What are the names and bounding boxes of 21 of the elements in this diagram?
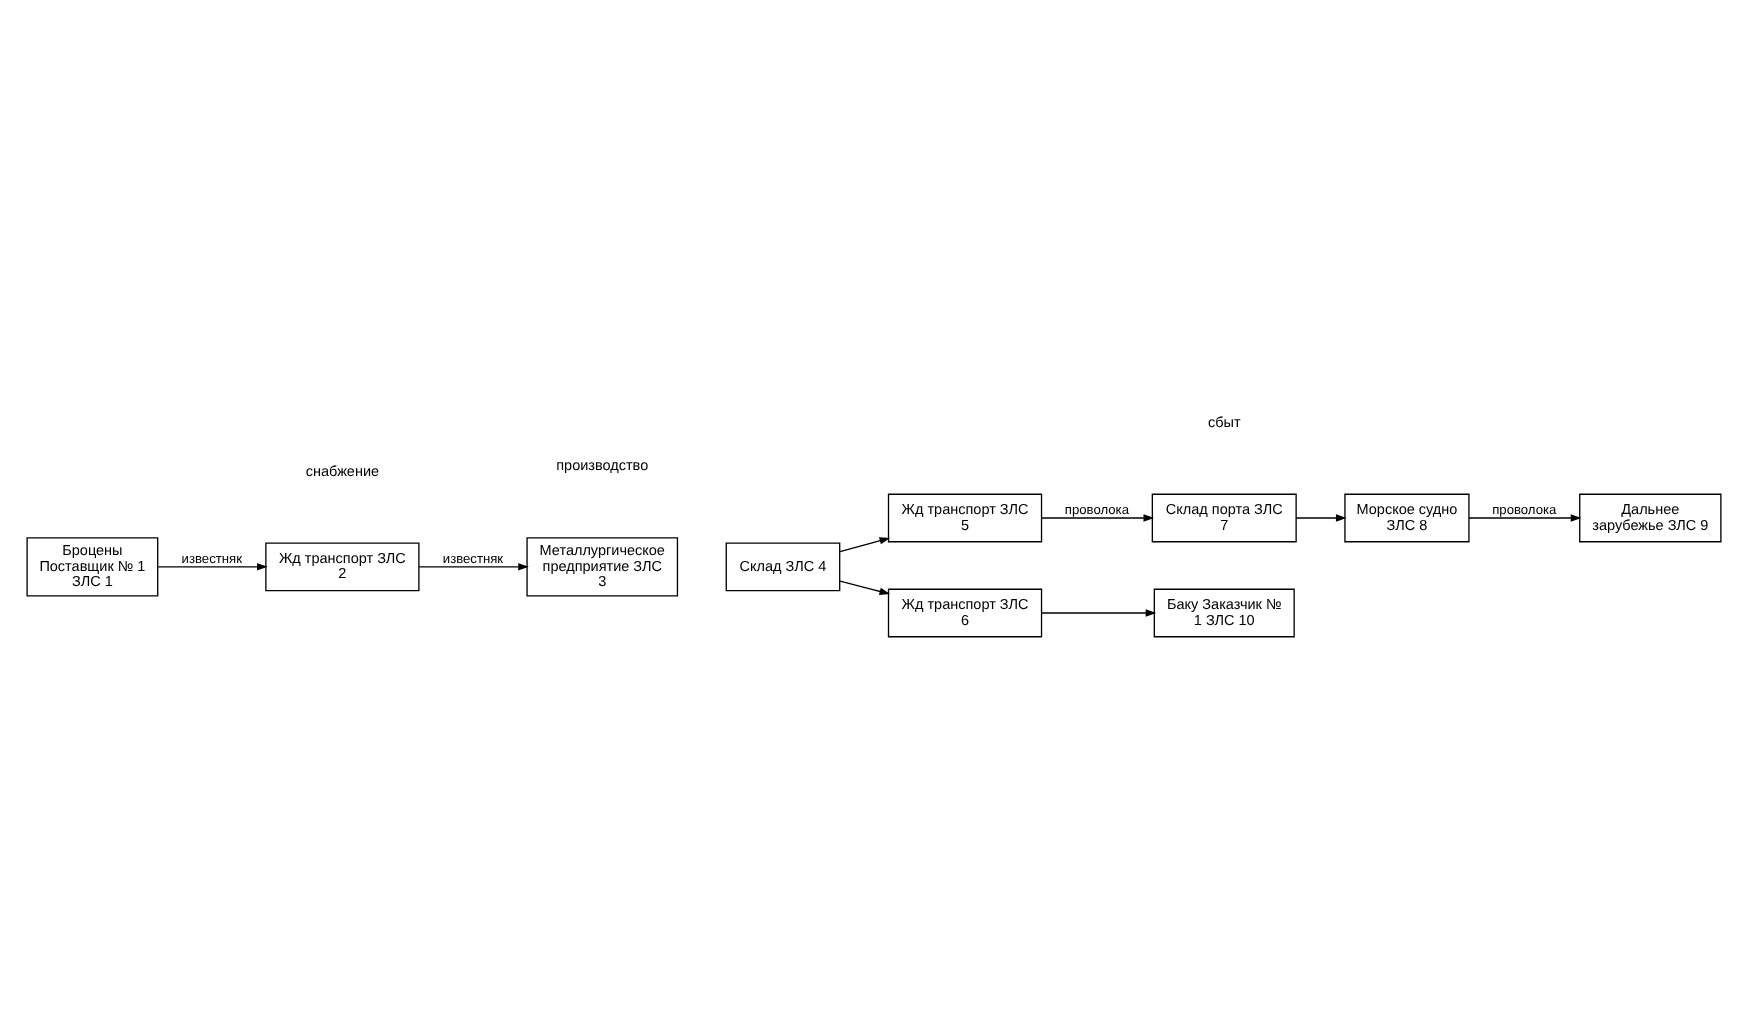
arrow <box>839 580 891 595</box>
node-box: Дальнее зарубежье ЗЛС 9 <box>1579 493 1722 543</box>
node-box: Жд транспорт ЗЛС 6 <box>887 588 1043 638</box>
node-box: Склад порта ЗЛС 7 <box>1151 493 1297 543</box>
arrow <box>418 563 529 571</box>
node-box: Морское судно ЗЛС 8 <box>1344 493 1470 543</box>
arrow <box>1040 609 1157 617</box>
arrow <box>1295 514 1347 522</box>
arrow <box>1040 514 1155 522</box>
node-box: Баку Заказчик № 1 ЗЛС 10 <box>1153 588 1295 638</box>
arrow <box>1468 514 1582 522</box>
node-box: Броцены Поставщик № 1 ЗЛС 1 <box>26 537 159 597</box>
node-box: Склад ЗЛС 4 <box>725 542 841 592</box>
node-box: Металлургическое предприятие ЗЛС 3 <box>526 537 679 597</box>
label: сбыт <box>1207 412 1241 431</box>
label: снабжение <box>305 461 380 480</box>
node-box: Жд транспорт ЗЛС 5 <box>887 493 1043 543</box>
label: производство <box>556 456 649 475</box>
node-box: Жд транспорт ЗЛС 2 <box>265 542 420 592</box>
arrow <box>839 537 891 553</box>
arrow <box>157 563 268 571</box>
